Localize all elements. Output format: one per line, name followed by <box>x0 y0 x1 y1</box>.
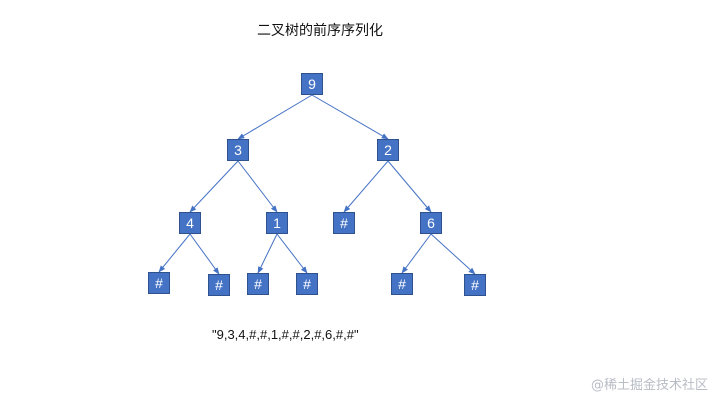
tree-node-null: # <box>333 212 355 234</box>
tree-edge <box>158 233 191 273</box>
tree-edge <box>237 160 278 213</box>
tree-node-null: # <box>391 273 413 295</box>
tree-edge <box>276 233 308 274</box>
tree-node-null: # <box>464 274 486 296</box>
tree-edge <box>430 233 476 275</box>
tree-edge <box>189 160 239 213</box>
tree-edge <box>343 160 389 213</box>
tree-node-null: # <box>247 273 269 295</box>
tree-node-4: 4 <box>179 212 201 234</box>
tree-node-null: # <box>208 274 230 296</box>
serialization-string: "9,3,4,#,#,1,#,#,2,#,6,#,#" <box>212 327 359 342</box>
tree-edge <box>387 160 432 213</box>
tree-edge <box>237 94 313 140</box>
tree-edge <box>401 233 432 274</box>
watermark: @稀土掘金技术社区 <box>590 378 708 393</box>
tree-edge <box>189 233 220 275</box>
tree-node-3: 3 <box>227 139 249 161</box>
tree-node-6: 6 <box>420 212 442 234</box>
tree-edge <box>257 233 278 274</box>
tree-node-2: 2 <box>377 139 399 161</box>
tree-node-root: 9 <box>301 73 323 95</box>
tree-node-null: # <box>148 272 170 294</box>
tree-node-1: 1 <box>266 212 288 234</box>
diagram-title: 二叉树的前序序列化 <box>257 23 383 39</box>
tree-edge <box>311 94 389 140</box>
tree-node-null: # <box>296 273 318 295</box>
